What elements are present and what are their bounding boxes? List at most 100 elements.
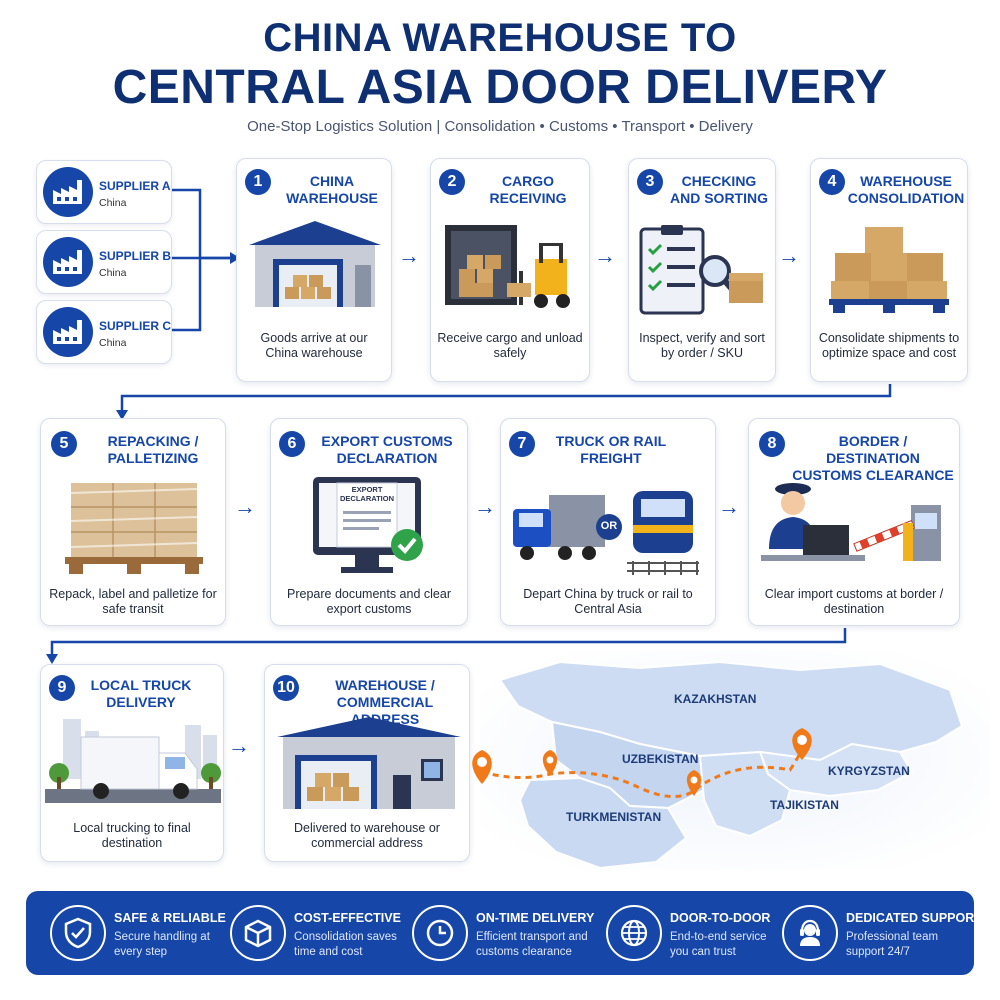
headset-icon: [782, 905, 838, 961]
step-number: 9: [49, 675, 75, 701]
turkmenistan-region: [518, 776, 688, 870]
arrow-right-icon: →: [234, 494, 256, 519]
step-7-card: 7 TRUCK OR RAIL FREIGHT OR Depart China …: [500, 418, 716, 626]
step-2-card: 2 CARGO RECEIVING Receive cargo and unlo…: [430, 158, 590, 382]
shield-check-icon: [50, 905, 106, 961]
feature-title: COST-EFFECTIVE: [294, 911, 401, 925]
step-number: 5: [51, 431, 77, 457]
location-pin-icon: [792, 728, 812, 760]
arrow-right-icon: →: [594, 243, 616, 268]
delivery-route: [481, 747, 804, 798]
customs-officer-icon: [761, 483, 941, 561]
feature-title: DOOR-TO-DOOR: [670, 911, 771, 925]
supplier-c-card: SUPPLIER C China: [36, 300, 172, 364]
country-label-kazakhstan: KAZAKHSTAN: [674, 692, 757, 706]
step-description: Prepare documents and clear export custo…: [287, 587, 451, 616]
pallet-boxes-icon: [829, 227, 949, 313]
step-title: TRUCK OR RAIL FREIGHT: [555, 433, 667, 466]
factory-icon: [43, 237, 93, 287]
arrow-right-icon: →: [718, 494, 740, 519]
country-label-uzbekistan: UZBEKISTAN: [622, 752, 699, 766]
tajikistan-region: [698, 750, 792, 838]
step-title: EXPORT CUSTOMS DECLARATION: [321, 433, 453, 466]
supplier-name: SUPPLIER B: [99, 249, 172, 263]
feature-title: SAFE & RELIABLE: [114, 911, 226, 925]
step-9-card: 9 LOCAL TRUCK DELIVERY Local trucking to…: [40, 664, 224, 862]
supplier-a-card: SUPPLIER A China: [36, 160, 172, 224]
step-title: LOCAL TRUCK DELIVERY: [90, 677, 192, 710]
step-number: 10: [273, 675, 299, 701]
wrapped-pallet-icon: [65, 483, 203, 574]
step-title: REPACKING / PALLETIZING: [107, 433, 199, 466]
step-description: Repack, label and palletize for safe tra…: [49, 587, 217, 616]
step-number: 1: [245, 169, 271, 195]
truck-and-train-icon: [513, 491, 699, 575]
step-1-card: 1 CHINA WAREHOUSE Goods arrive at our Ch…: [236, 158, 392, 382]
step-description: Consolidate shipments to optimize space …: [818, 331, 960, 360]
supplier-location: China: [99, 267, 127, 279]
feature-description: Secure handling at every step: [114, 931, 210, 958]
arrow-right-icon: →: [228, 733, 250, 758]
location-pin-icon: [472, 750, 492, 784]
step-number: 6: [279, 431, 305, 457]
step-number: 3: [637, 169, 663, 195]
clock-icon: [412, 905, 468, 961]
step-title: BORDER / DESTINATION CUSTOMS CLEARANCE: [792, 433, 954, 483]
destination-warehouse-icon: [277, 717, 461, 809]
or-label: OR: [600, 520, 618, 532]
arrow-right-icon: →: [778, 243, 800, 268]
step-title: WAREHOUSE / COMMERCIAL ADDRESS: [335, 677, 435, 727]
computer-document-icon: [313, 477, 423, 573]
supplier-name: SUPPLIER A: [99, 179, 171, 193]
step-description: Receive cargo and unload safely: [437, 331, 583, 360]
step-number: 4: [819, 169, 845, 195]
feature-description: Professional team support 24/7: [846, 931, 939, 958]
step-title: CHECKING AND SORTING: [670, 173, 768, 206]
feature-description: End-to-end service you can trust: [670, 931, 767, 958]
step-3-card: 3 CHECKING AND SORTING Inspect, verify a…: [628, 158, 776, 382]
step-number: 8: [759, 431, 785, 457]
step-8-card: 8 BORDER / DESTINATION CUSTOMS CLEARANCE…: [748, 418, 960, 626]
supplier-b-card: SUPPLIER B China: [36, 230, 172, 294]
step-description: Goods arrive at our China warehouse: [260, 331, 368, 360]
step-5-card: 5 REPACKING / PALLETIZING Repack, label …: [40, 418, 226, 626]
feature-title: ON-TIME DELIVERY: [476, 911, 595, 925]
step-4-card: 4 WAREHOUSE CONSOLIDATION Consolidate sh…: [810, 158, 968, 382]
feature-description: Efficient transport and customs clearanc…: [476, 931, 588, 958]
country-label-turkmenistan: TURKMENISTAN: [566, 810, 662, 824]
delivery-truck-icon: [45, 719, 221, 803]
step-6-card: 6 EXPORT CUSTOMS DECLARATION EXPORT DECL…: [270, 418, 468, 626]
feature-title: DEDICATED SUPPORT: [846, 911, 982, 925]
location-pin-icon: [686, 770, 702, 796]
supplier-location: China: [99, 337, 127, 349]
checklist-icon: [639, 225, 763, 315]
step-title: CHINA WAREHOUSE: [286, 173, 378, 206]
feature-description: Consolidation saves time and cost: [294, 931, 397, 958]
page-title-line1: CHINA WAREHOUSE TO: [263, 16, 737, 60]
globe-icon: [606, 905, 662, 961]
location-pin-icon: [542, 750, 558, 776]
page-title-line2: CENTRAL ASIA DOOR DELIVERY: [112, 61, 888, 114]
step-10-card: 10 WAREHOUSE / COMMERCIAL ADDRESS Delive…: [264, 664, 470, 862]
step-title: CARGO RECEIVING: [489, 173, 567, 206]
supplier-name: SUPPLIER C: [99, 319, 172, 333]
factory-icon: [43, 307, 93, 357]
features-bar: SAFE & RELIABLE Secure handling at every…: [26, 891, 982, 975]
arrow-right-icon: →: [398, 243, 420, 268]
country-label-kyrgyzstan: KYRGYZSTAN: [828, 764, 910, 778]
step-description: Local trucking to final destination: [73, 821, 191, 850]
step-description: Inspect, verify and sort by order / SKU: [639, 331, 765, 360]
step-number: 7: [509, 431, 535, 457]
step-number: 2: [439, 169, 465, 195]
step-description: Delivered to warehouse or commercial add…: [294, 821, 440, 850]
page-subtitle: One-Stop Logistics Solution | Consolidat…: [247, 118, 753, 135]
factory-icon: [43, 167, 93, 217]
export-declaration-label: EXPORT DECLARATION: [339, 485, 395, 503]
warehouse-icon: [249, 221, 381, 307]
truck-unloading-icon: [445, 225, 570, 308]
arrow-right-icon: →: [474, 494, 496, 519]
step-title: WAREHOUSE CONSOLIDATION: [847, 173, 965, 206]
step-description: Depart China by truck or rail to Central…: [523, 587, 693, 616]
